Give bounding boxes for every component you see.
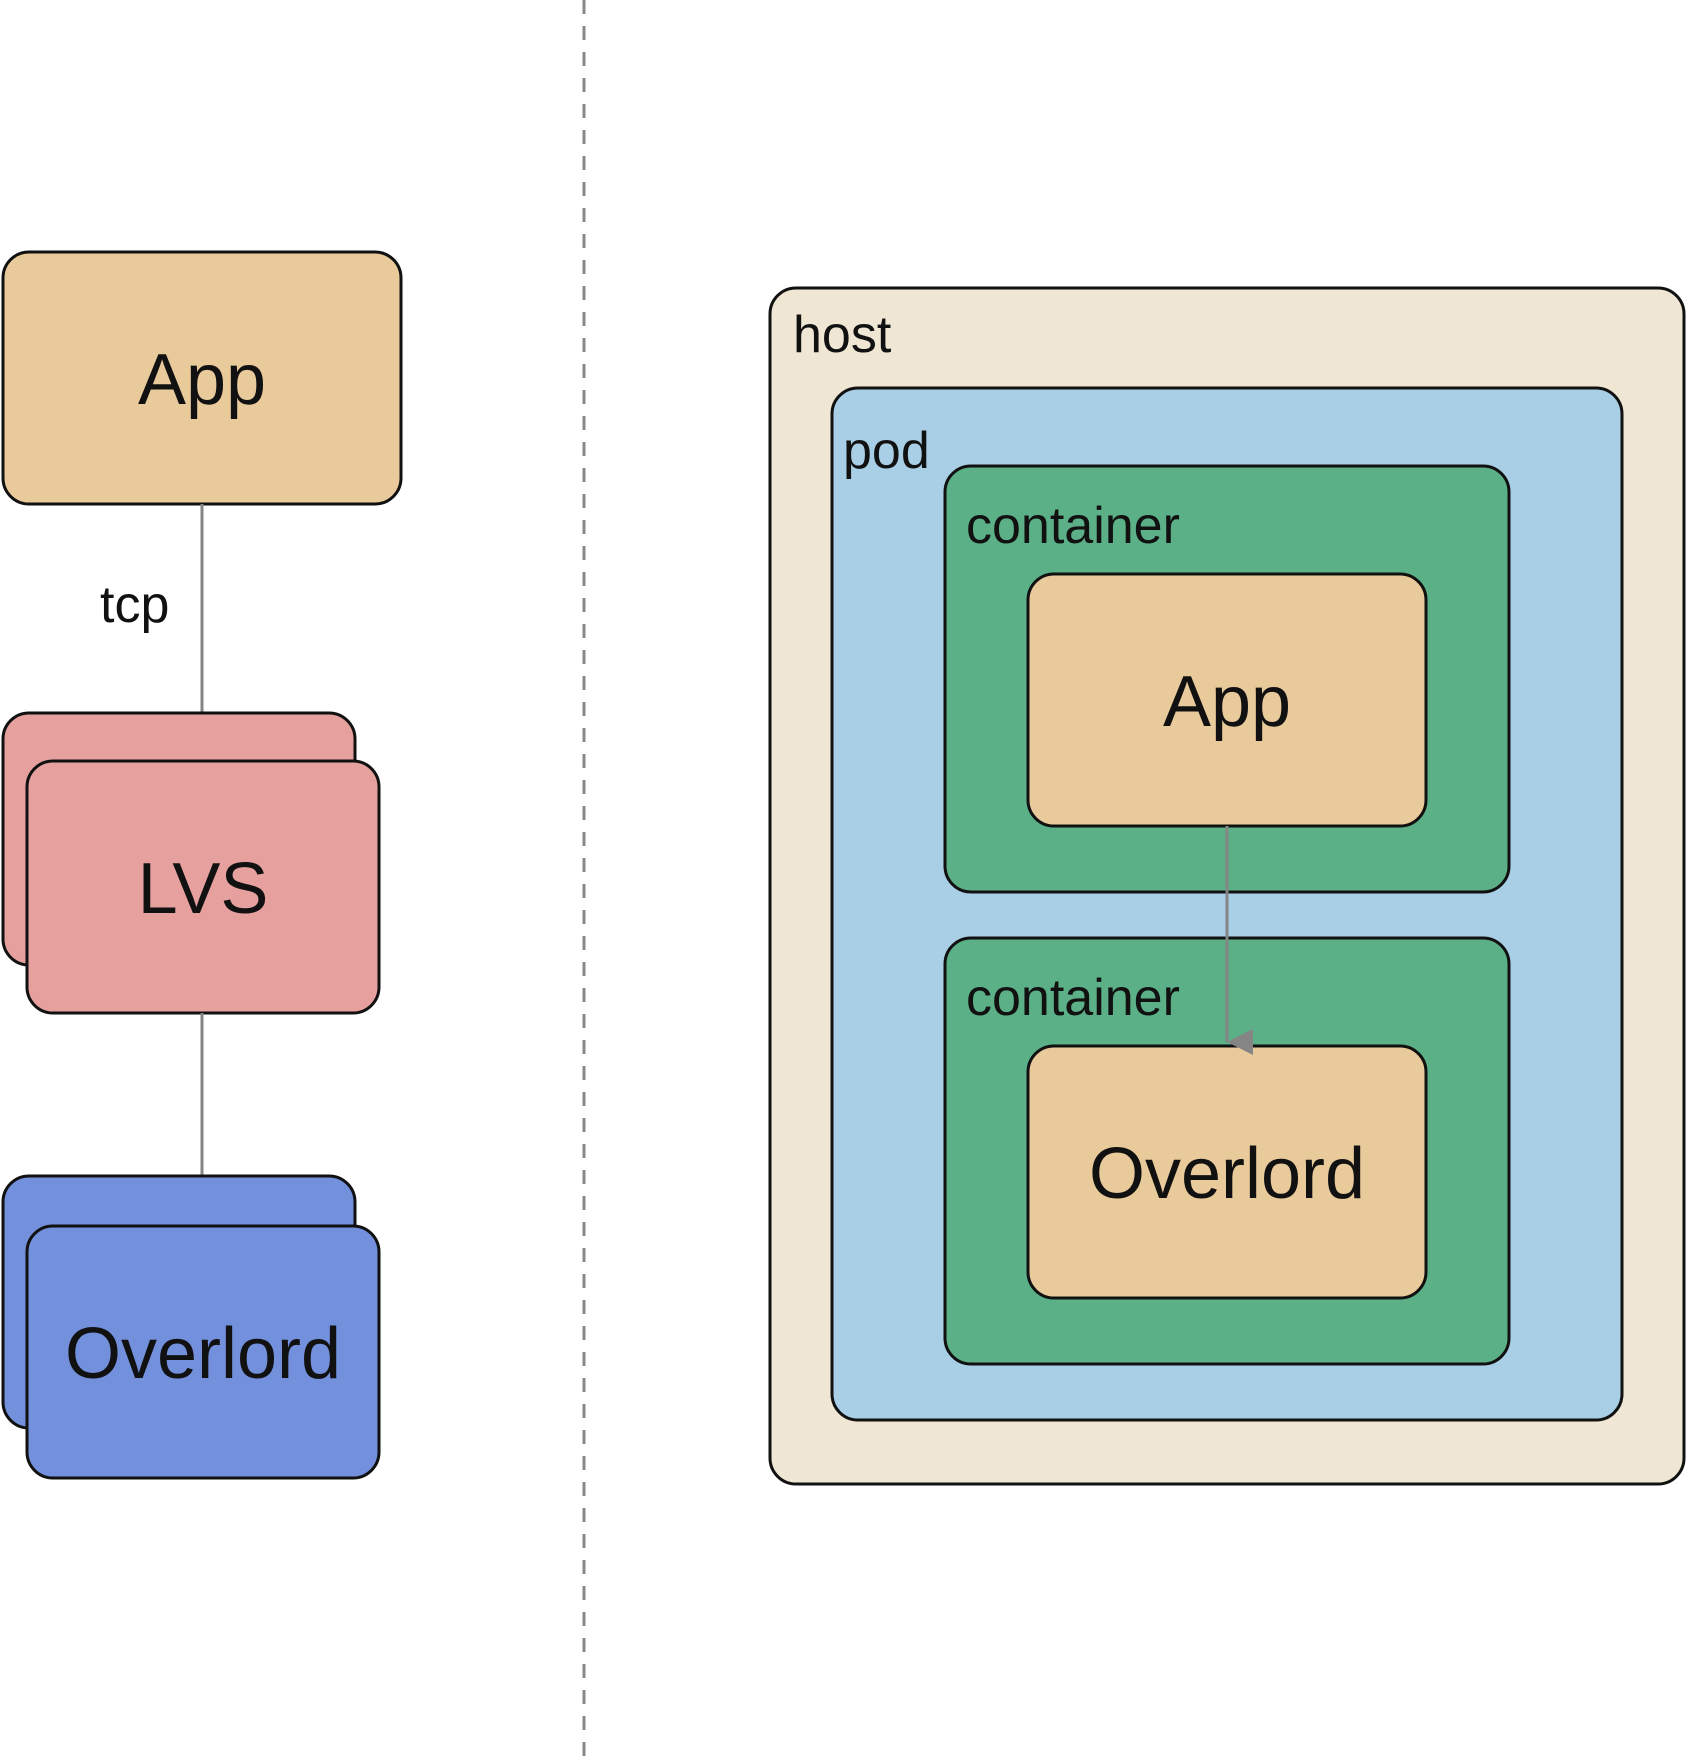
left-overlord-label: Overlord [65,1314,341,1394]
left-app-node: App [1,250,403,506]
host-label: host [793,306,892,364]
right-overlord-label: Overlord [1089,1134,1365,1214]
left-overlord-node-front [25,1224,381,1480]
right-app-label: App [1163,662,1291,742]
lvs-label: LVS [138,849,269,929]
pod-label: pod [843,422,930,480]
left-app-label: App [138,340,266,420]
lvs-node-stack: LVS [1,711,381,1015]
right-app-node: App [1026,572,1428,828]
container-top-label: container [966,497,1180,555]
tcp-label: tcp [100,576,169,634]
left-overlord-node-stack: Overlord [1,1174,381,1480]
container-bottom-label: container [966,969,1180,1027]
right-overlord-node: Overlord [1026,1044,1428,1300]
